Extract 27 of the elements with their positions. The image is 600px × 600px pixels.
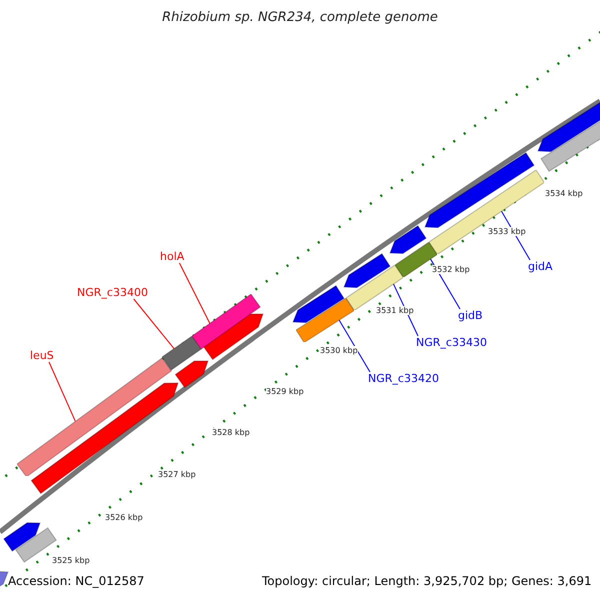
- scale-label: 3533 kbp: [488, 227, 526, 236]
- gene-bar: [192, 294, 261, 350]
- gene-label: gidB: [458, 309, 483, 322]
- scale-label: 3526 kbp: [105, 513, 143, 522]
- gene-label: holA: [160, 250, 184, 263]
- gene-label: leuS: [30, 349, 54, 362]
- scale-label: 3532 kbp: [432, 265, 470, 274]
- leader-line: [178, 262, 211, 324]
- scale-label: 3527 kbp: [158, 470, 196, 479]
- scale-label: 3530 kbp: [320, 346, 358, 355]
- gene-bar: [296, 298, 354, 342]
- leader-line: [133, 298, 175, 350]
- scale-label: 3529 kbp: [266, 387, 304, 396]
- title: Rhizobium sp. NGR234, complete genome: [161, 10, 439, 25]
- gene-bar: [162, 336, 202, 371]
- leader-line: [338, 319, 370, 372]
- scale-label: 3528 kbp: [212, 428, 250, 437]
- info-text: Topology: circular; Length: 3,925,702 bp; Genes: 3,691: [262, 574, 592, 588]
- leader-line: [48, 362, 76, 422]
- scale-label: 3525 kbp: [52, 556, 90, 565]
- info-text: Accession: NC_012587: [8, 574, 144, 588]
- scale-label: 3531 kbp: [376, 306, 414, 315]
- gene-label: NGR_c33430: [416, 336, 487, 349]
- gene-bar: [428, 170, 544, 254]
- gene-label: NGR_c33420: [368, 372, 439, 385]
- gene-label: gidA: [528, 260, 553, 273]
- gene-label: NGR_c33400: [77, 286, 148, 299]
